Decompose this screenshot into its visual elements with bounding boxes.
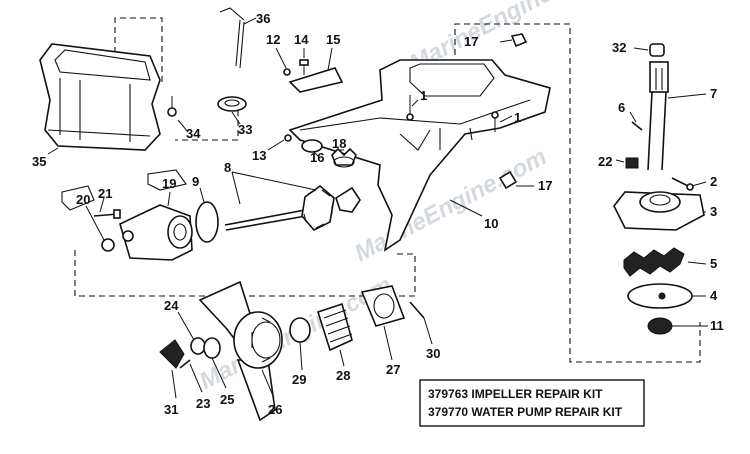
callout-1a: 1 — [420, 88, 427, 103]
seal-22 — [625, 157, 639, 169]
nut-31 — [159, 339, 185, 369]
screw-1a — [406, 95, 414, 121]
repair-kit-box: 379763 IMPELLER REPAIR KIT 379770 WATER … — [419, 379, 645, 427]
propeller-part — [198, 280, 283, 422]
callout-17-top: 17 — [464, 34, 478, 49]
gasket-19-outline — [147, 169, 187, 191]
o-ring-9 — [195, 201, 219, 243]
key-6 — [631, 121, 643, 131]
plug-17-top — [510, 33, 528, 48]
callout-27: 27 — [386, 362, 400, 377]
screw-14 — [299, 59, 309, 75]
drive-shaft-part — [647, 61, 669, 171]
callout-2: 2 — [710, 174, 717, 189]
callout-23: 23 — [196, 396, 210, 411]
gasket-20-outline — [61, 185, 95, 211]
callout-5: 5 — [710, 256, 717, 271]
callout-34: 34 — [186, 126, 201, 141]
plug-17-side — [498, 170, 518, 190]
callout-9: 9 — [192, 174, 199, 189]
leader-lines — [47, 17, 708, 399]
kit-line-impeller: 379763 IMPELLER REPAIR KIT — [428, 387, 603, 401]
callout-labels: 36 12 14 15 17 32 7 1 1 34 33 35 13 16 1… — [32, 11, 724, 417]
callout-31: 31 — [164, 402, 178, 417]
callout-26: 26 — [268, 402, 282, 417]
callout-6: 6 — [618, 100, 625, 115]
callout-33: 33 — [238, 122, 252, 137]
screw-12 — [283, 68, 291, 76]
callout-10: 10 — [484, 216, 498, 231]
callout-28: 28 — [336, 368, 350, 383]
callout-15: 15 — [326, 32, 340, 47]
callout-11: 11 — [710, 318, 724, 333]
callout-13: 13 — [252, 148, 266, 163]
spacer-25 — [203, 337, 221, 359]
cotter-pin-23 — [179, 359, 191, 369]
callout-35: 35 — [32, 154, 46, 169]
callout-12: 12 — [266, 32, 280, 47]
callout-36: 36 — [256, 11, 270, 26]
callout-29: 29 — [292, 372, 306, 387]
callout-17-side: 17 — [538, 178, 552, 193]
propeller-shaft-part — [224, 184, 361, 231]
liner-11 — [647, 317, 673, 335]
callout-1b: 1 — [514, 110, 521, 125]
screw-1b — [491, 111, 499, 132]
shift-rod-part — [219, 7, 245, 69]
callout-25: 25 — [220, 392, 234, 407]
pin-13 — [284, 134, 292, 142]
screw-21 — [93, 209, 121, 219]
bearing-27 — [360, 285, 406, 327]
kit-line-water-pump: 379770 WATER PUMP REPAIR KIT — [428, 405, 623, 419]
gearcase-housing-part — [288, 59, 551, 252]
callout-4: 4 — [710, 288, 718, 303]
callout-18: 18 — [332, 136, 346, 151]
dashed-group-lines — [74, 17, 701, 363]
impeller-5 — [623, 247, 685, 277]
exhaust-housing-part — [39, 43, 161, 151]
pin-32 — [649, 43, 665, 57]
callout-14: 14 — [294, 32, 309, 47]
washer-20 — [101, 238, 115, 252]
pump-housing-3 — [613, 191, 705, 231]
gear-16 — [301, 139, 323, 153]
screw-2 — [671, 177, 694, 191]
gasket-15 — [288, 67, 344, 93]
callout-16: 16 — [310, 150, 324, 165]
callout-21: 21 — [98, 186, 112, 201]
pin-30 — [409, 301, 425, 319]
washer-29 — [289, 317, 311, 343]
callout-19: 19 — [162, 176, 176, 191]
callout-22: 22 — [598, 154, 612, 169]
washer-24 — [190, 337, 206, 355]
bearing-housing-part — [119, 204, 193, 261]
callout-20: 20 — [76, 192, 90, 207]
callout-3: 3 — [710, 204, 717, 219]
callout-30: 30 — [426, 346, 440, 361]
callout-7: 7 — [710, 86, 717, 101]
callout-24: 24 — [164, 298, 179, 313]
callout-8: 8 — [224, 160, 231, 175]
bearing-28 — [317, 302, 353, 352]
callout-32: 32 — [612, 40, 626, 55]
screw-34 — [167, 96, 177, 117]
seal-33 — [217, 96, 247, 112]
